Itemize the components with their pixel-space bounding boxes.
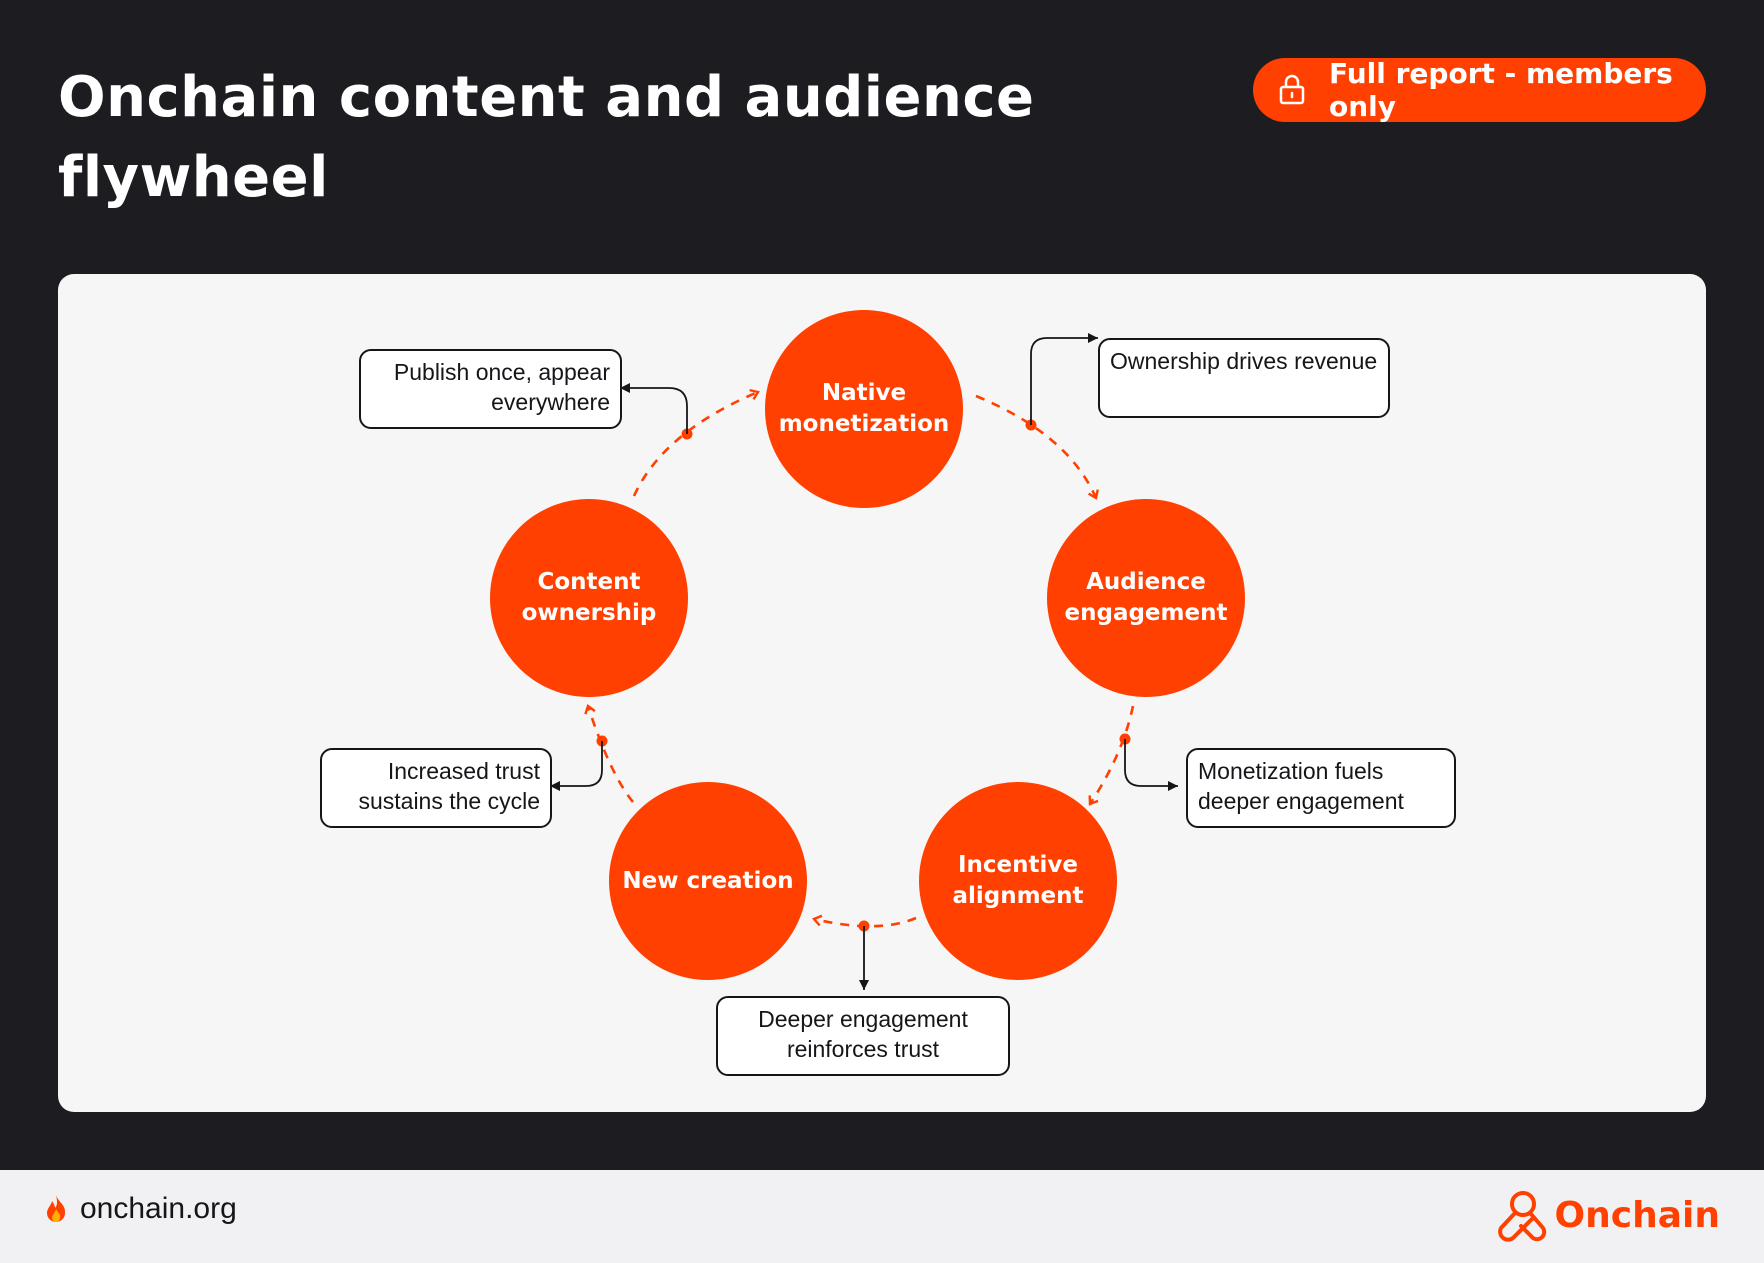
note-deeper-engagement-trust: Deeper engagement reinforces trust	[716, 996, 1010, 1076]
cycle-arrow-content-to-native	[632, 388, 760, 497]
node-new-creation: New creation	[609, 782, 807, 980]
cycle-arrow-native-to-audience	[975, 394, 1099, 500]
flywheel-connectors	[550, 333, 1178, 990]
cycle-arrow-new-to-content	[584, 704, 635, 803]
callout-monetization	[1124, 739, 1178, 791]
lock-icon	[1275, 73, 1309, 107]
site-label: onchain.org	[80, 1192, 237, 1225]
callout-publish	[620, 383, 688, 434]
node-incentive-alignment: Incentive alignment	[919, 782, 1117, 980]
members-report-button[interactable]: Full report - members only	[1253, 57, 1706, 123]
note-ownership-drives-revenue: Ownership drives revenue	[1098, 338, 1390, 418]
note-increased-trust: Increased trust sustains the cycle	[320, 748, 552, 828]
node-content-ownership: Content ownership	[490, 499, 688, 697]
flywheel-panel: Native monetization Audience engagement …	[58, 274, 1706, 1112]
node-native-monetization: Native monetization	[765, 310, 963, 508]
callout-trust	[550, 741, 603, 791]
node-audience-engagement: Audience engagement	[1047, 499, 1245, 697]
brand-label: Onchain	[1554, 1194, 1720, 1236]
flame-icon	[44, 1194, 68, 1224]
cycle-arrow-audience-to-incentive	[1088, 705, 1135, 806]
site-link[interactable]: onchain.org	[44, 1192, 237, 1226]
note-publish-once: Publish once, appear everywhere	[359, 349, 622, 429]
footer: onchain.org Onchain	[0, 1170, 1764, 1263]
callout-ownership	[1030, 333, 1098, 425]
cycle-arrow-incentive-to-new	[811, 914, 917, 928]
onchain-brand: Onchain	[1493, 1188, 1720, 1242]
cta-label: Full report - members only	[1329, 57, 1673, 123]
note-monetization-fuels-engagement: Monetization fuels deeper engagement	[1186, 748, 1456, 828]
onchain-logo-icon	[1497, 1191, 1546, 1242]
page-title: Onchain content and audience flywheel	[58, 65, 1035, 210]
